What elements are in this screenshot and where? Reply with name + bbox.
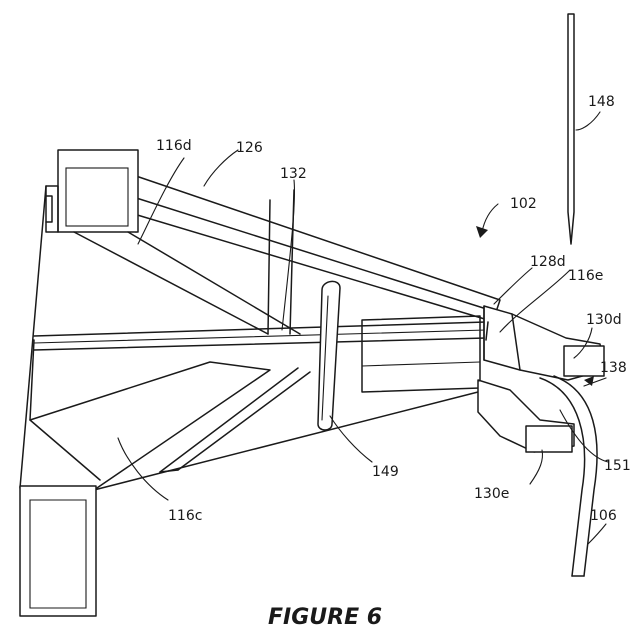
label-149: 149 bbox=[372, 464, 399, 480]
figure-caption: FIGURE 6 bbox=[268, 605, 382, 630]
horizontal-rail bbox=[34, 322, 486, 350]
label-116c: 116c bbox=[168, 508, 202, 524]
arm-106 bbox=[540, 376, 597, 576]
pin-149 bbox=[318, 281, 340, 430]
central-box bbox=[362, 316, 480, 392]
label-138: 138 bbox=[600, 360, 627, 376]
label-106: 106 bbox=[590, 508, 617, 524]
label-116d: 116d bbox=[156, 138, 192, 154]
needle-148 bbox=[568, 14, 574, 244]
label-151: 151 bbox=[604, 458, 631, 474]
label-148: 148 bbox=[588, 94, 615, 110]
label-132: 132 bbox=[280, 166, 307, 182]
arrow-102 bbox=[476, 204, 498, 238]
upper-arm-126 bbox=[130, 176, 500, 320]
label-130d: 130d bbox=[586, 312, 622, 328]
block-130e bbox=[478, 380, 574, 452]
top-left-block bbox=[46, 150, 138, 232]
member-116c bbox=[30, 362, 478, 490]
label-128d: 128d bbox=[530, 254, 566, 270]
label-116e: 116e bbox=[568, 268, 603, 284]
label-130e: 130e bbox=[474, 486, 509, 502]
bottom-left-block bbox=[20, 486, 96, 616]
label-126: 126 bbox=[236, 140, 263, 156]
label-102: 102 bbox=[510, 196, 537, 212]
